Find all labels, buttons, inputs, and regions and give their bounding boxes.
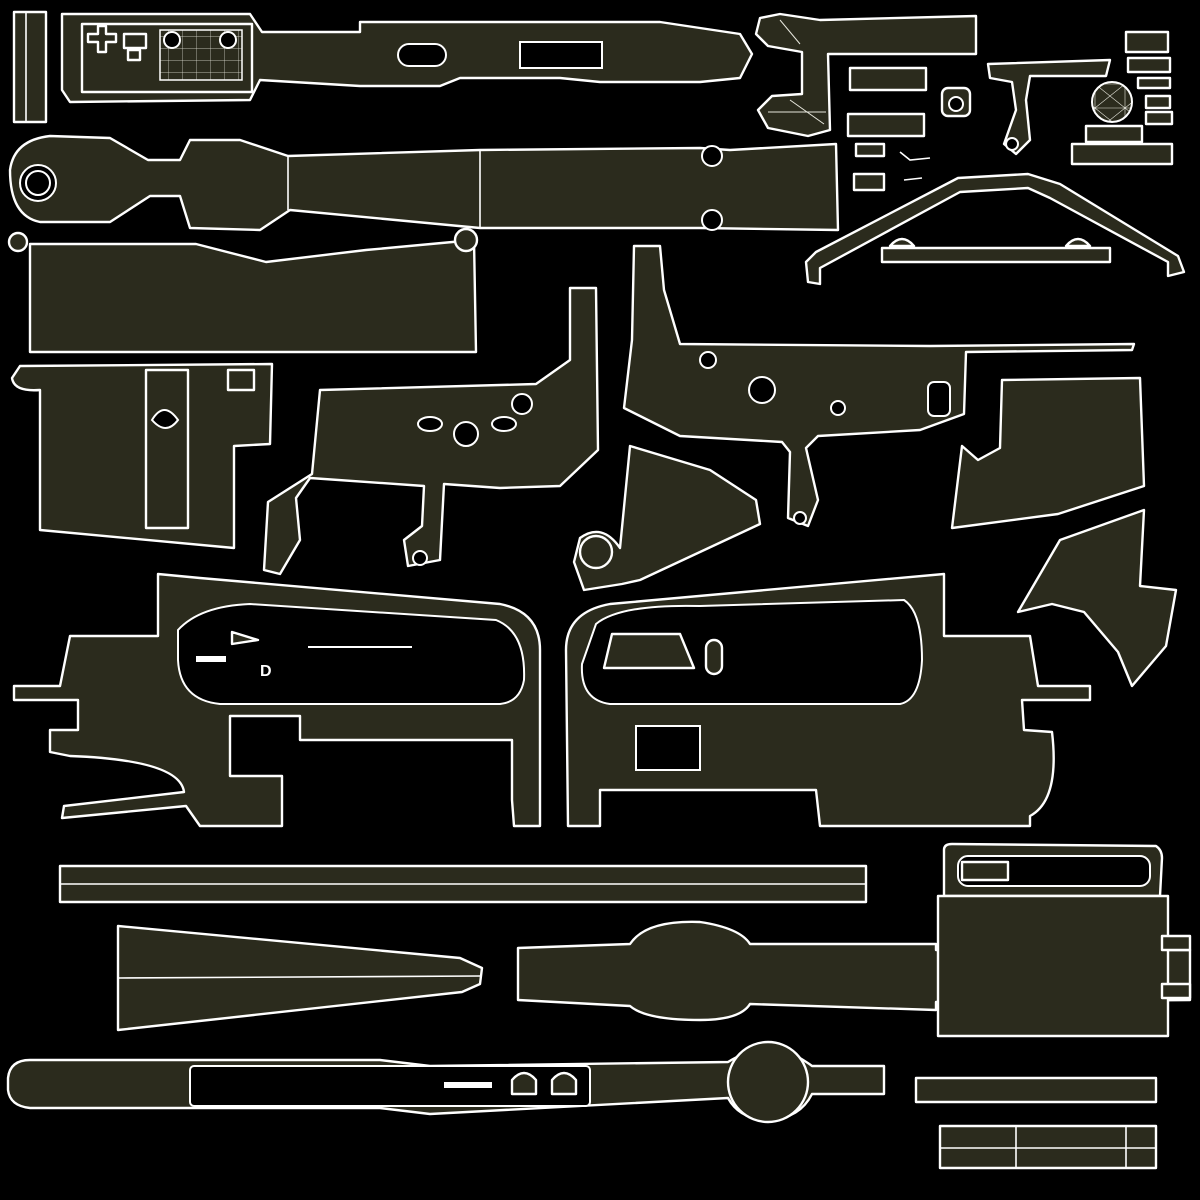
small-rails-top	[846, 58, 1112, 156]
small-bars-bottom	[914, 1076, 1158, 1170]
buffer-tube-piece	[8, 134, 840, 232]
rear-sight-bracket-piece	[754, 12, 978, 138]
lower-receiver-right	[622, 244, 1136, 528]
upper-receiver-right	[564, 572, 1092, 828]
bolt-carrier-piece	[6, 1040, 886, 1124]
upper-receiver-left: D	[12, 572, 542, 828]
small-parts-cluster	[852, 30, 1174, 192]
sight-arch-piece	[804, 172, 1186, 286]
magazine-well-left	[10, 362, 274, 550]
barrel-assembly-piece	[516, 842, 1192, 1038]
stock-shell-piece	[7, 227, 479, 354]
long-strip-piece	[58, 864, 868, 904]
buttstock-wedge-piece	[1016, 508, 1178, 688]
lower-receiver-left	[262, 286, 600, 576]
small-strip-piece	[12, 10, 48, 124]
grip-piece	[572, 444, 762, 592]
magazine-well-right	[950, 376, 1146, 530]
cross-piece	[86, 24, 148, 62]
charging-handle-piece	[60, 12, 754, 104]
charging-handle-latch	[159, 29, 243, 81]
handguard-taper-piece	[116, 924, 484, 1032]
selector-letter: D	[260, 663, 272, 680]
